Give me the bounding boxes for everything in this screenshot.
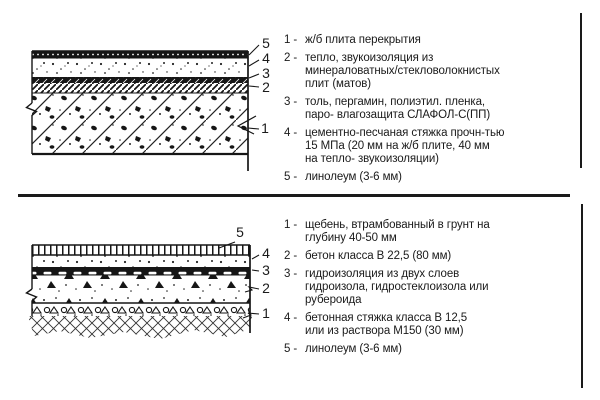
- legend-item-number: 2 -: [284, 250, 298, 262]
- legend-item-text: гидроизоляция из двух слоев гидроизола, …: [305, 268, 489, 306]
- layer-linoleum: [32, 51, 248, 58]
- callout-1: 1: [261, 120, 269, 136]
- legend-item-text: толь, пергамин, полиэтил. пленка, паро- …: [305, 96, 491, 121]
- legend-item-number: 5 -: [284, 343, 298, 355]
- legend-item-text: линолеум (3-6 мм): [305, 171, 402, 183]
- diagram-outline: [25, 50, 257, 171]
- legend-item-text: бетон класса В 22,5 (80 мм): [305, 250, 452, 262]
- legend-item: 1 - ж/б плита перекрытия: [284, 34, 578, 47]
- legend-item: 3 - гидроизоляция из двух слоев гидроизо…: [284, 268, 578, 307]
- section-divider: [18, 194, 570, 197]
- legend-item: 5 - линолеум (3-6 мм): [284, 343, 578, 356]
- legend-item-number: 3 -: [284, 268, 298, 280]
- legend-item: 3 - толь, пергамин, полиэтил. пленка, па…: [284, 96, 578, 122]
- legend-item: 1 - щебень, втрамбованный в грунт на глу…: [284, 219, 578, 245]
- callout-4: 4: [262, 245, 270, 261]
- leader-lines: [247, 44, 260, 130]
- legend-item-text: цементно-песчаная стяжка прочн-тью 15 МП…: [305, 127, 505, 165]
- legend-item-number: 5 -: [284, 171, 298, 183]
- callout-4: 4: [262, 50, 270, 66]
- legend-item-text: линолеум (3-6 мм): [305, 343, 402, 355]
- right-border-top: [580, 13, 582, 168]
- layer-linoleum: [32, 245, 250, 255]
- diagram-outline: [25, 244, 251, 333]
- legend-item-text: бетонная стяжка класса В 12,5 или из рас…: [305, 312, 468, 337]
- callout-3: 3: [262, 65, 270, 81]
- legend-item: 5 - линолеум (3-6 мм): [284, 171, 578, 184]
- layer-concrete-slab: [32, 93, 248, 154]
- layer-ground: [28, 316, 252, 339]
- legend-item-number: 1 -: [284, 219, 298, 231]
- layer-concrete-screed: [32, 255, 250, 267]
- callout-1: 1: [262, 305, 270, 321]
- legend-item: 2 - тепло, звукоизоляция из минераловатн…: [284, 52, 578, 91]
- legend-item-text: щебень, втрамбованный в грунт на глубину…: [305, 219, 490, 244]
- callout-2: 2: [262, 280, 270, 296]
- layer-cement-screed: [32, 58, 248, 77]
- floor-on-slab-legend: 1 - ж/б плита перекрытия 2 - тепло, звук…: [284, 34, 578, 189]
- callout-5: 5: [262, 35, 270, 51]
- legend-item-number: 3 -: [284, 96, 298, 108]
- layer-waterproofing: [32, 267, 250, 275]
- floor-on-slab-diagram: 5 4 3 2 1: [25, 35, 270, 171]
- legend-item-text: тепло, звукоизоляция из минераловатных/с…: [305, 52, 500, 90]
- legend-item: 4 - бетонная стяжка класса В 12,5 или из…: [284, 312, 578, 338]
- floor-on-ground-diagram: 5 4 3 2 1: [25, 224, 270, 339]
- legend-item-number: 4 -: [284, 127, 298, 139]
- legend-item: 4 - цементно-песчаная стяжка прочн-тью 1…: [284, 127, 578, 166]
- callout-5: 5: [236, 224, 244, 240]
- layer-crushed-stone: [32, 303, 250, 316]
- layer-concrete-b22: [32, 275, 250, 303]
- floor-on-ground-legend: 1 - щебень, втрамбованный в грунт на глу…: [284, 219, 578, 361]
- legend-item: 2 - бетон класса В 22,5 (80 мм): [284, 250, 578, 263]
- right-border-bottom: [581, 204, 583, 388]
- callout-2: 2: [262, 79, 270, 95]
- legend-item-number: 2 -: [284, 52, 298, 64]
- layer-vapor-barrier: [32, 77, 248, 83]
- leader-lines: [218, 241, 260, 319]
- legend-item-number: 1 -: [284, 34, 298, 46]
- legend-item-number: 4 -: [284, 312, 298, 324]
- legend-item-text: ж/б плита перекрытия: [305, 34, 421, 46]
- callout-3: 3: [262, 262, 270, 278]
- break-mark: [236, 115, 257, 135]
- layer-insulation: [32, 83, 248, 93]
